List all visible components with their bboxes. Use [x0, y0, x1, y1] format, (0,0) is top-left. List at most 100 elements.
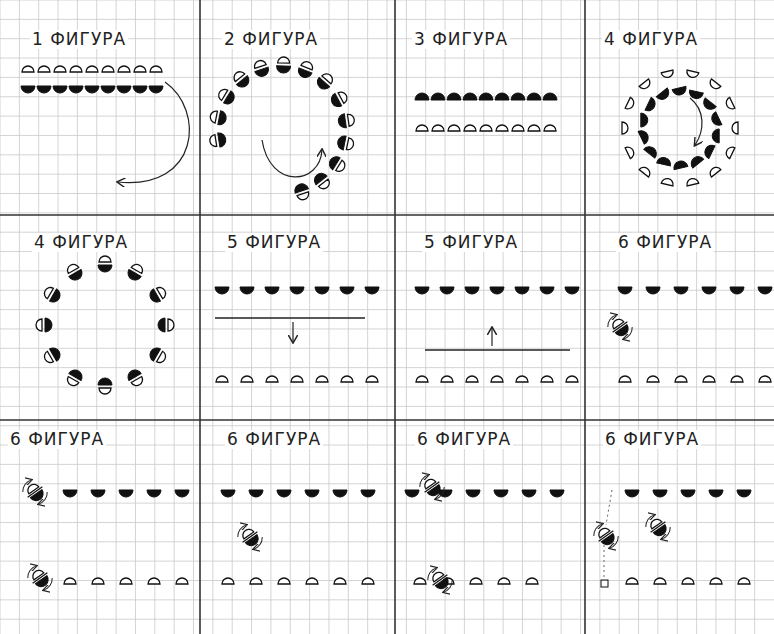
girl-symbol — [85, 86, 99, 93]
drawing-part — [255, 67, 271, 78]
movement-arrow — [690, 98, 702, 145]
boy-symbol — [266, 376, 278, 382]
couple-symbol — [252, 59, 270, 79]
couple-symbol — [36, 318, 52, 332]
boy-symbol — [647, 376, 659, 382]
couple-symbol — [98, 378, 112, 394]
girl-symbol — [638, 129, 650, 145]
girl-symbol — [494, 490, 508, 497]
girl-symbol — [91, 490, 105, 497]
drawing-part — [30, 568, 43, 580]
boy-symbol — [70, 66, 82, 72]
trace-line — [604, 545, 605, 578]
grid-line — [116, 0, 117, 634]
boy-symbol — [626, 578, 638, 584]
drawing-part — [28, 487, 43, 497]
boy-symbol — [250, 578, 262, 584]
drawing-part — [605, 314, 620, 327]
drawing-part — [131, 262, 144, 273]
grid-line — [406, 0, 407, 634]
panel-divider — [0, 419, 774, 421]
drawing-part — [20, 479, 35, 492]
couple-symbol — [42, 345, 63, 365]
boy-symbol — [134, 66, 146, 72]
drawing-part — [610, 317, 623, 329]
boy-symbol — [738, 578, 750, 584]
boy-symbol — [639, 79, 652, 91]
girl-symbol — [703, 143, 715, 159]
grid-line — [0, 348, 774, 349]
girl-symbol — [672, 86, 687, 96]
couple-symbol — [209, 132, 227, 148]
boy-symbol — [102, 66, 114, 72]
drawing-part — [253, 59, 266, 69]
girl-symbol — [365, 287, 379, 294]
couple-symbol — [231, 69, 252, 90]
grid-line — [715, 0, 716, 634]
spinning-couple — [417, 471, 448, 503]
girl-symbol — [415, 93, 429, 100]
boy-symbol — [22, 66, 34, 72]
couple-symbol — [312, 171, 333, 192]
boy-symbol — [541, 376, 553, 382]
girl-symbol — [147, 490, 161, 497]
boundary-line — [215, 317, 365, 318]
girl-symbol — [277, 490, 291, 497]
grid-line — [0, 464, 774, 465]
boy-symbol — [639, 165, 652, 177]
drawing-part — [347, 114, 355, 127]
girl-symbol — [215, 287, 229, 294]
grid-line — [154, 0, 155, 634]
grid-line — [541, 0, 542, 634]
drawing-part — [278, 57, 290, 63]
grid-line — [619, 0, 620, 634]
boy-symbol — [54, 66, 66, 72]
drawing-part — [232, 69, 245, 81]
couple-symbol — [336, 135, 355, 152]
girl-symbol — [440, 287, 454, 294]
grid-line — [0, 425, 774, 426]
girl-symbol — [53, 86, 67, 93]
couple-symbol — [64, 262, 84, 283]
figure-heading: 5 ФИГУРА — [422, 233, 520, 252]
couple-symbol — [42, 284, 63, 304]
girl-symbol — [490, 287, 504, 294]
drawing-part — [591, 523, 606, 536]
boy-symbol — [544, 125, 556, 131]
movement-arrow — [491, 328, 492, 346]
boy-symbol — [316, 376, 328, 382]
girl-symbol — [645, 98, 657, 114]
boy-symbol — [148, 578, 160, 584]
grid-line — [0, 367, 774, 368]
grid-line — [0, 193, 774, 194]
couple-symbol — [147, 345, 168, 365]
girl-symbol — [674, 287, 688, 294]
girl-symbol — [625, 490, 639, 497]
boy-symbol — [341, 376, 353, 382]
boy-symbol — [441, 376, 453, 382]
boy-symbol — [448, 125, 460, 131]
grid-line — [0, 599, 774, 600]
girl-symbol — [431, 93, 445, 100]
grid-line — [0, 116, 774, 117]
drawing-part — [607, 536, 622, 549]
boy-symbol — [625, 145, 636, 158]
boy-symbol — [150, 66, 162, 72]
girl-symbol — [465, 287, 479, 294]
grid-line — [0, 58, 774, 59]
girl-symbol — [618, 287, 632, 294]
boy-symbol — [491, 376, 503, 382]
figure-heading: 6 ФИГУРА — [603, 430, 701, 449]
figure-heading: 6 ФИГУРА — [415, 430, 513, 449]
grid-line — [193, 0, 194, 634]
boy-symbol — [625, 97, 636, 110]
girl-symbol — [550, 490, 564, 497]
boy-symbol — [619, 376, 631, 382]
girl-symbol — [657, 156, 672, 166]
couple-symbol — [98, 256, 112, 272]
girl-symbol — [495, 93, 509, 100]
girl-symbol — [63, 490, 77, 497]
boy-symbol — [416, 376, 428, 382]
boy-symbol — [366, 376, 378, 382]
grid-line — [19, 0, 20, 634]
